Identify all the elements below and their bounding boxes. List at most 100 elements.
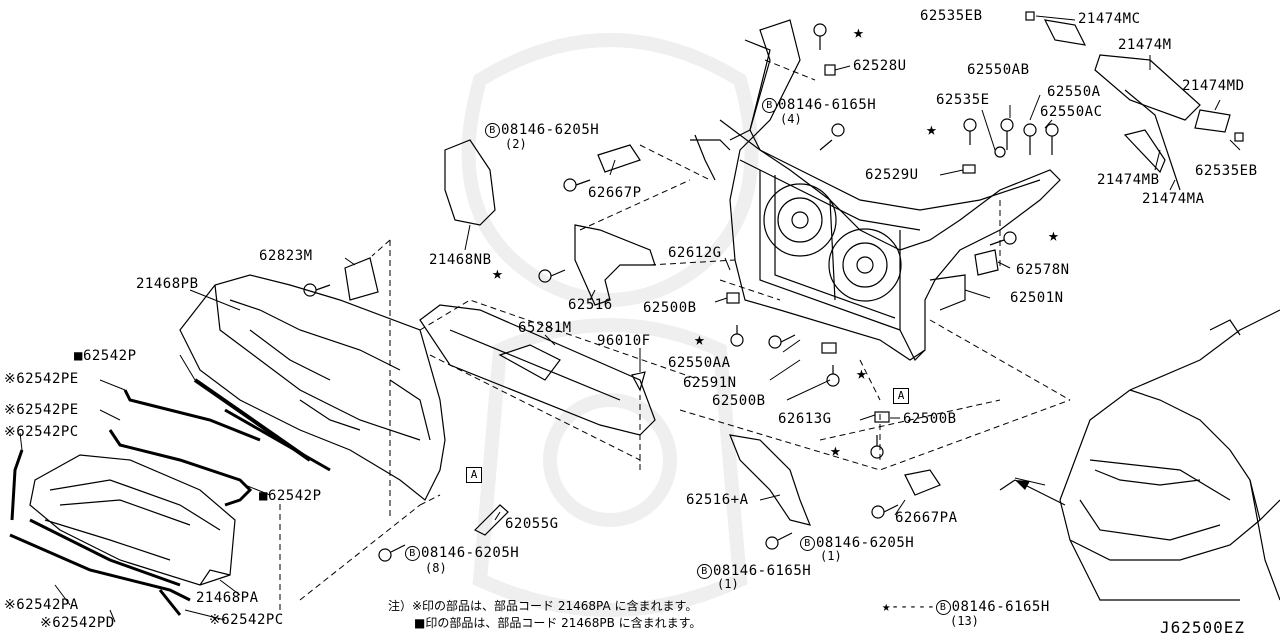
bolt-symbol: B [800,536,815,551]
part-label: 62578N [1016,262,1070,278]
square-marker: ■ [74,348,83,364]
star-marker: ★ [1048,225,1060,246]
duct-21468nb [444,139,496,226]
bolt-symbol: B [405,546,420,561]
air-duct-21468pb [179,274,446,501]
watermark-emblem [461,33,759,617]
part-label: 21474M [1118,37,1172,53]
bolt-symbol: B [762,98,777,113]
part-label: 21474MA [1142,191,1205,207]
part-number: 08146-6205H [421,545,520,561]
part-number: 62542PD [52,615,115,631]
star-marker: ★ [853,22,865,43]
star-marker: ★ [694,329,706,350]
part-label: 62516+A [686,492,749,508]
cover-65281m [419,304,656,436]
quantity: (13) [950,614,979,628]
part-label: 62535E [936,92,990,108]
bracket-62516 [574,224,656,306]
part-label: 62500B [903,411,957,427]
part-label: 21474MD [1182,78,1245,94]
part-label: 62550AC [1040,104,1103,120]
ref-marker: ※ [4,402,17,418]
star-marker: ★ [926,119,938,140]
section-a-marker: A [466,467,482,483]
part-number: 62542PA [16,597,79,613]
part-label: 62550A [1047,84,1101,100]
part-label: 62613G [778,411,832,427]
bracket-62667pa [904,469,941,496]
ref-marker: ※ [4,597,17,613]
grille-21468pa [29,454,236,586]
part-number: 62542PE [16,371,79,387]
part-label: ■62542P [259,488,322,504]
part-label: 62500B [643,300,697,316]
part-label: 62529U [865,167,919,183]
pin-62055g [473,504,509,536]
diagram-id: J62500EZ [1160,618,1246,637]
section-a-marker: A [893,388,909,404]
quantity: (4) [780,112,802,126]
part-label: ■62542P [74,348,137,364]
part-label: 21468PA [196,590,259,606]
star-marker: ★ [492,263,504,284]
ref-marker: ※ [4,424,17,440]
quantity: (1) [820,549,842,563]
seal-21474md [1194,109,1231,133]
car-front-view [999,309,1280,601]
part-label: 62528U [853,58,907,74]
part-number: 08146-6165H [713,563,812,579]
part-label: 96010F [597,333,651,349]
bracket-62667p [597,144,641,173]
ref-marker: ※ [209,612,222,628]
clip-96010f [631,371,646,392]
note-line-1: 注）※印の部品は、部品コード 21468PA に含まれます。 [388,599,698,613]
legend-prefix: ★----- [882,599,936,615]
star-marker: ★ [856,363,868,384]
part-label: 65281M [518,320,572,336]
part-number: 08146-6165H [778,97,877,113]
part-label: 62667P [588,185,642,201]
part-label: ※62542PE [4,402,79,418]
part-label: 62516 [568,297,613,313]
part-number: 62542P [267,488,322,504]
part-number: 08146-6165H [951,599,1050,615]
bolt-symbol: B [935,600,951,615]
part-label: 21468PB [136,276,199,292]
part-label: 21474MB [1097,172,1160,188]
part-label: 62612G [668,245,722,261]
seal-21474mb [1123,129,1166,174]
square-marker: ■ [259,488,268,504]
part-label: 62550AB [967,62,1030,78]
direction-arrow [1014,479,1066,506]
part-number: 08146-6205H [816,535,915,551]
part-number: 62542PE [16,402,79,418]
part-label: 62535EB [1195,163,1258,179]
part-label: 62591N [683,375,737,391]
note-line-2: ■印の部品は、部品コード 21468PB に含まれます。 [414,616,702,630]
quantity: (8) [425,561,447,575]
part-label: 21468NB [429,252,492,268]
part-label: ※62542PD [40,615,115,631]
part-label: 21474MC [1078,11,1141,27]
quantity: (2) [505,137,527,151]
part-label: 62501N [1010,290,1064,306]
bracket-62823m [344,257,379,301]
part-label: 62500B [712,393,766,409]
radiator-core-support [690,19,1061,362]
part-label: ※62542PA [4,597,79,613]
part-label: 62535EB [920,8,983,24]
part-number: 08146-6205H [501,122,600,138]
part-label: ※62542PE [4,371,79,387]
part-label: 62667PA [895,510,958,526]
ref-marker: ※ [40,615,53,631]
star-marker: ★ [830,440,842,461]
seal-21474mc [1043,19,1087,46]
